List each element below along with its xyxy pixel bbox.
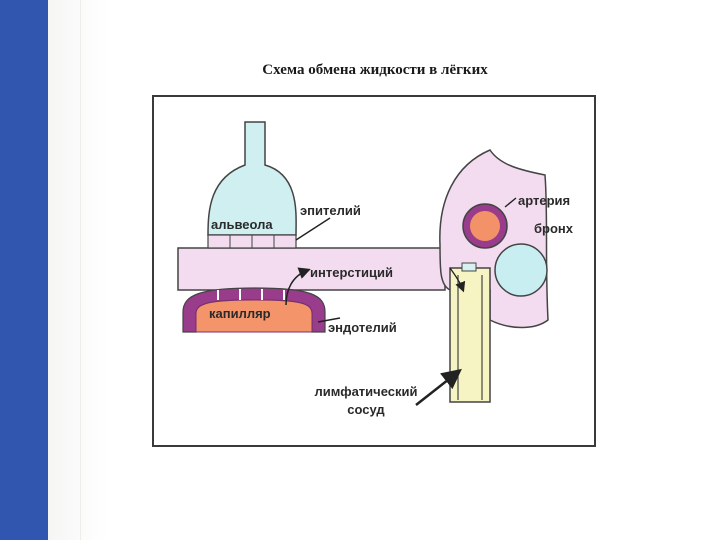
artery-leader (504, 197, 517, 208)
endothelium-label: эндотелий (328, 320, 397, 335)
lymph-inflow-arrow (449, 267, 466, 293)
lymph-vessel-label-line1: лимфатический (314, 384, 418, 399)
epithelium-label: эпителий (300, 203, 361, 218)
interstitium-arrow (285, 267, 311, 306)
slide-fold-line (80, 0, 81, 540)
capillary-lumen (195, 299, 313, 333)
lymph-vessel-label-line2: сосуд (347, 402, 385, 417)
diagram-title: Схема обмена жидкости в лёгких (262, 62, 488, 78)
lymph-vessel (449, 267, 491, 403)
lymph-valve (461, 262, 477, 272)
bronchus-label: бронх (534, 221, 573, 236)
lymph-leader (415, 368, 462, 406)
sidebar-stripe (0, 0, 48, 540)
alveola-label: альвеола (211, 217, 273, 232)
interstitium-label: интерстиций (310, 265, 393, 280)
endothelium-leader (317, 317, 341, 323)
epithelium-leader (295, 217, 331, 241)
capillary-label: капилляр (209, 306, 271, 321)
artery-lumen (470, 211, 500, 241)
artery-label: артерия (518, 193, 571, 208)
interstitium-band (177, 247, 446, 291)
bronchus-tube (494, 243, 548, 297)
